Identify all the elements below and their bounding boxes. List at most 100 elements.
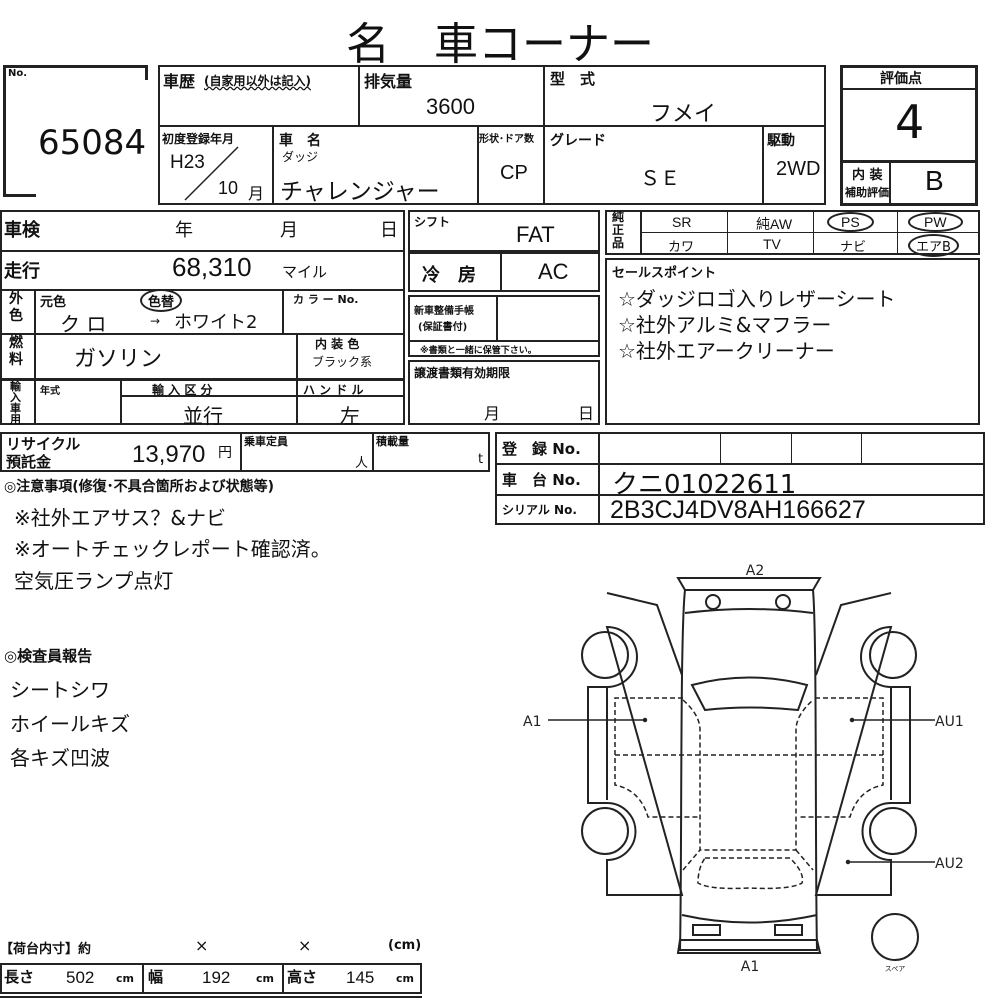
sales-points-label: セールスポイント [612,266,717,281]
equipment-navi: ナビ [840,240,867,255]
equipment-label: 純正品 [612,210,625,250]
color-no-label: カ ラ ー No. [293,293,359,306]
displacement-value: 3600 [426,94,475,119]
fuel-value: ガソリン [74,347,163,372]
import-class-value: 並行 [183,404,223,428]
color-change-mark: 色替 [140,289,183,312]
spare-label: スペア [885,965,906,973]
height-unit: cm [396,972,414,985]
inspector-item: ホイールキズ [10,712,130,736]
inspection-month: 月 [280,220,298,241]
interior-score-sublabel: 補助評価 [845,186,889,199]
spare-tire-icon [871,913,919,961]
lot-label: No. [8,68,28,79]
body-value: CP [500,162,528,184]
history-note: (自家用以外は記入) [204,74,311,88]
score-box [840,65,978,206]
lot-box: No. 65084 [3,65,148,197]
note-item: ※社外エアサス？&ナビ [14,506,226,530]
car-body-outline [676,577,822,954]
handle-label: ハ ン ド ル [303,383,364,397]
handle-value: 左 [340,404,360,428]
fuel-label: 燃料 [9,335,23,368]
orig-color: ク ロ [60,312,107,336]
serial-no-value: 2B3CJ4DV8AH166627 [610,496,866,524]
chassis-no-label: 車 台 No. [502,471,581,489]
damage-leader-lines [548,717,935,865]
recycle-value: 13,970 [132,441,206,468]
slash-divider [184,146,239,201]
equipment-sr: SR [672,214,692,230]
left-door-panel [581,592,684,896]
recycle-row [0,432,490,472]
width-label: 幅 [148,968,164,986]
inspection-day: 日 [380,220,398,241]
dimensions-table [0,963,422,994]
shift-cell [408,210,600,252]
page-title: 名 車コーナー [346,19,654,70]
load-label: 積載量 [376,435,409,448]
width-value: 192 [202,968,231,987]
cargo-unit: (cm) [388,938,422,953]
equipment-leather: カワ [668,240,695,255]
interior-score-value: B [925,165,944,196]
panel-dashed-lines [614,697,884,890]
inspection-label: 車検 [4,220,40,241]
ac-cell [408,252,600,292]
model-code-label: 型 式 [550,70,596,88]
mileage-label: 走行 [4,261,40,282]
length-label: 長さ [4,968,35,986]
note-item: 空気圧ランプ点灯 [14,569,174,593]
damage-code-right-front: AU1 [935,714,964,730]
inspector-label: ◎検査員報告 [4,647,93,665]
interior-score-label: 内 装 [852,168,883,183]
shift-value: FAT [516,222,555,247]
right-door-panel [814,592,917,896]
manual-label: 新車整備手帳 [414,306,474,317]
condition-table [0,210,405,425]
ac-label: 冷 房 [422,265,476,286]
transfer-day: 日 [578,404,595,423]
shift-label: シフト [414,215,451,229]
exterior-label: 外色 [9,291,23,324]
note-item: ※オートチェックレポート確認済。 [14,537,331,561]
equipment-airbag-circled: エアB [908,234,959,257]
first-reg-year: H23 [170,152,205,173]
length-value: 502 [66,968,95,987]
vehicle-info-table [158,65,826,205]
model-year-label: 年式 [40,386,60,397]
color-arrow: → [150,314,161,328]
recycle-unit: 円 [218,445,232,461]
equipment-ps-circled: PS [827,212,874,232]
lot-number: 65084 [38,123,147,163]
grade-value: ＳＥ [640,166,680,190]
mileage-unit: マイル [282,263,328,281]
history-label: 車歴 [163,72,196,91]
capacity-unit: 人 [355,456,369,471]
manual-cell [408,295,600,357]
capacity-label: 乗車定員 [244,435,288,448]
cargo-times: × [195,936,209,955]
drive-value: 2WD [776,158,821,180]
manual-note: ※書類と一緒に保管下さい。 [420,346,537,356]
damage-code-front: A1 [741,959,759,975]
width-unit: cm [256,972,274,985]
interior-color-value: ブラック系 [312,355,373,369]
length-unit: cm [116,972,134,985]
cargo-label: 【荷台内寸】約 [0,942,92,957]
sales-points-box [605,258,980,425]
model-code-value: フメイ [650,102,717,127]
damage-code-right-rear: AU2 [935,856,964,872]
inspection-year: 年 [175,220,193,241]
manual-sublabel: (保証書付) [418,322,468,333]
cargo-times: × [298,936,312,955]
car-name-value: チャレンジャー [280,179,440,205]
interior-color-label: 内 装 色 [315,337,360,351]
sales-point: ☆ダッジロゴ入りレザーシート [618,287,896,311]
car-maker: ダッジ [282,150,319,164]
score-label: 評価点 [880,71,922,87]
drive-label: 駆動 [767,133,795,149]
recycle-sublabel: 預託金 [6,453,52,471]
car-name-label: 車 名 [279,133,321,149]
inspector-item: 各キズ凹波 [10,746,110,770]
